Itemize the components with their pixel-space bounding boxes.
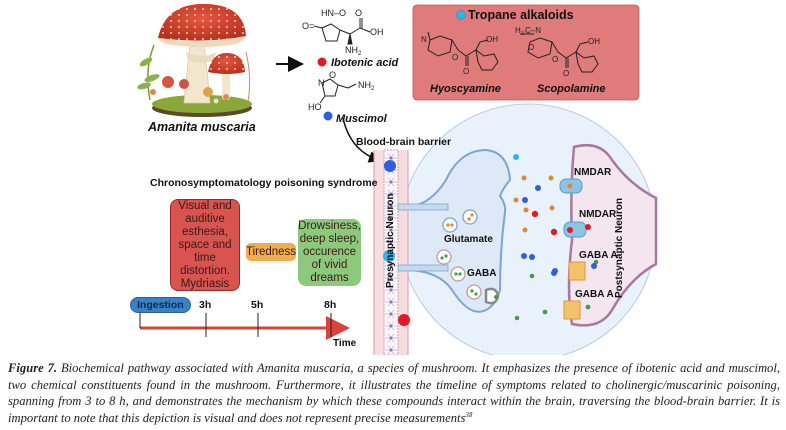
timeline-axis bbox=[139, 312, 350, 340]
svg-text:O: O bbox=[355, 8, 362, 18]
timeline-title: Chronosymptomatology poisoning syndrome bbox=[150, 177, 378, 189]
svg-text:2: 2 bbox=[358, 51, 362, 57]
ibotenic-acid-dot bbox=[317, 57, 327, 67]
vesicles bbox=[436, 209, 482, 300]
tropane-title: Tropane alkaloids bbox=[468, 8, 574, 22]
postsynaptic-neuron bbox=[567, 143, 658, 327]
receptor-label-gaba-a-1: GABA A bbox=[579, 250, 618, 261]
caption-text: Biochemical pathway associated with Aman… bbox=[8, 361, 780, 425]
astrocyte-cell bbox=[389, 228, 393, 232]
astrocyte-cell bbox=[389, 180, 393, 184]
muscimol-label: Muscimol bbox=[336, 113, 387, 125]
astrocyte-cell bbox=[389, 192, 393, 196]
tropane-particle bbox=[383, 250, 395, 262]
tropane-alkaloids-panel bbox=[412, 4, 640, 101]
mushroom-label: Amanita muscaria bbox=[148, 120, 256, 134]
astrocyte-cell bbox=[389, 312, 393, 316]
figure-number: Figure 7. bbox=[8, 361, 58, 375]
bbb-label: Blood-brain barrier bbox=[356, 136, 452, 148]
astrocyte-cell bbox=[389, 348, 393, 352]
muscimol-particle bbox=[384, 160, 396, 172]
caption-reference: 38 bbox=[465, 410, 473, 419]
svg-text:OH: OH bbox=[370, 27, 384, 37]
astrocyte-cell bbox=[389, 240, 393, 244]
svg-text:O: O bbox=[452, 53, 458, 62]
svg-text:3: 3 bbox=[521, 31, 524, 37]
ibotenic-acid-structure bbox=[313, 18, 371, 45]
astrocyte-cell bbox=[389, 204, 393, 208]
ingestion-marker: Ingestion bbox=[130, 297, 191, 313]
ibotenic-acid-particle bbox=[398, 314, 410, 326]
hyoscyamine-label: Hyoscyamine bbox=[430, 83, 501, 95]
svg-text:O: O bbox=[563, 69, 569, 78]
svg-text:O: O bbox=[463, 67, 469, 76]
tick-label-5h: 5h bbox=[251, 299, 264, 311]
svg-text:HO: HO bbox=[308, 102, 322, 112]
ibotenic-acid-label: Ibotenic acid bbox=[331, 57, 399, 69]
tropane-dot bbox=[456, 10, 466, 20]
synaptic-cleft-particles bbox=[513, 154, 599, 321]
receptors bbox=[552, 178, 597, 320]
svg-text:–O: –O bbox=[334, 8, 346, 18]
astrocyte-cell bbox=[389, 336, 393, 340]
svg-text:H: H bbox=[515, 26, 521, 35]
symptom-box-early: Visual and auditive esthesia, space and … bbox=[170, 199, 240, 291]
muscimol-dot bbox=[323, 111, 333, 121]
figure-caption: Figure 7. Biochemical pathway associated… bbox=[8, 360, 780, 426]
scopolamine-structure bbox=[520, 33, 599, 73]
receptor-label-nmdar-2: NMDAR bbox=[579, 209, 617, 220]
astrocyte-cell bbox=[389, 264, 393, 268]
svg-text:N: N bbox=[421, 35, 427, 44]
astrocyte-cell bbox=[389, 300, 393, 304]
svg-text:NH: NH bbox=[358, 80, 371, 90]
svg-text:2: 2 bbox=[371, 86, 375, 92]
astrocyte-cell bbox=[389, 276, 393, 280]
svg-text:N: N bbox=[318, 78, 325, 88]
tick-label-8h: 8h bbox=[324, 299, 337, 311]
astrocyte-cell bbox=[389, 216, 393, 220]
svg-text:O: O bbox=[528, 43, 534, 52]
svg-text:O=: O= bbox=[302, 21, 314, 31]
symptom-box-mid: Tiredness bbox=[246, 243, 296, 261]
receptor-label-nmdar-1: NMDAR bbox=[574, 167, 612, 178]
glutamate-label: Glutamate bbox=[444, 234, 493, 245]
presynaptic-label: Presynaptic Neuron bbox=[385, 193, 396, 288]
muscimol-structure bbox=[319, 78, 357, 104]
hyoscyamine-structure bbox=[427, 31, 499, 71]
svg-text:C–N: C–N bbox=[525, 26, 541, 35]
receptor-label-gaba-a-2: GABA A bbox=[575, 289, 614, 300]
svg-text:OH: OH bbox=[588, 37, 600, 46]
svg-text:O: O bbox=[329, 70, 336, 80]
blood-brain-barrier bbox=[373, 149, 449, 355]
svg-text:O: O bbox=[552, 55, 558, 64]
time-axis-label: Time bbox=[333, 338, 357, 349]
astrocyte-cell bbox=[389, 288, 393, 292]
svg-text:OH: OH bbox=[486, 35, 498, 44]
mushroom-illustration bbox=[137, 3, 252, 117]
astrocyte-cell bbox=[389, 324, 393, 328]
tick-label-3h: 3h bbox=[199, 299, 212, 311]
gaba-label: GABA bbox=[467, 268, 497, 279]
astrocyte-cell bbox=[389, 156, 393, 160]
scopolamine-label: Scopolamine bbox=[537, 83, 606, 95]
svg-text:HN: HN bbox=[321, 8, 334, 18]
svg-text:NH: NH bbox=[345, 45, 358, 55]
symptom-box-late: Drowsiness, deep sleep, occurence of viv… bbox=[298, 219, 361, 286]
